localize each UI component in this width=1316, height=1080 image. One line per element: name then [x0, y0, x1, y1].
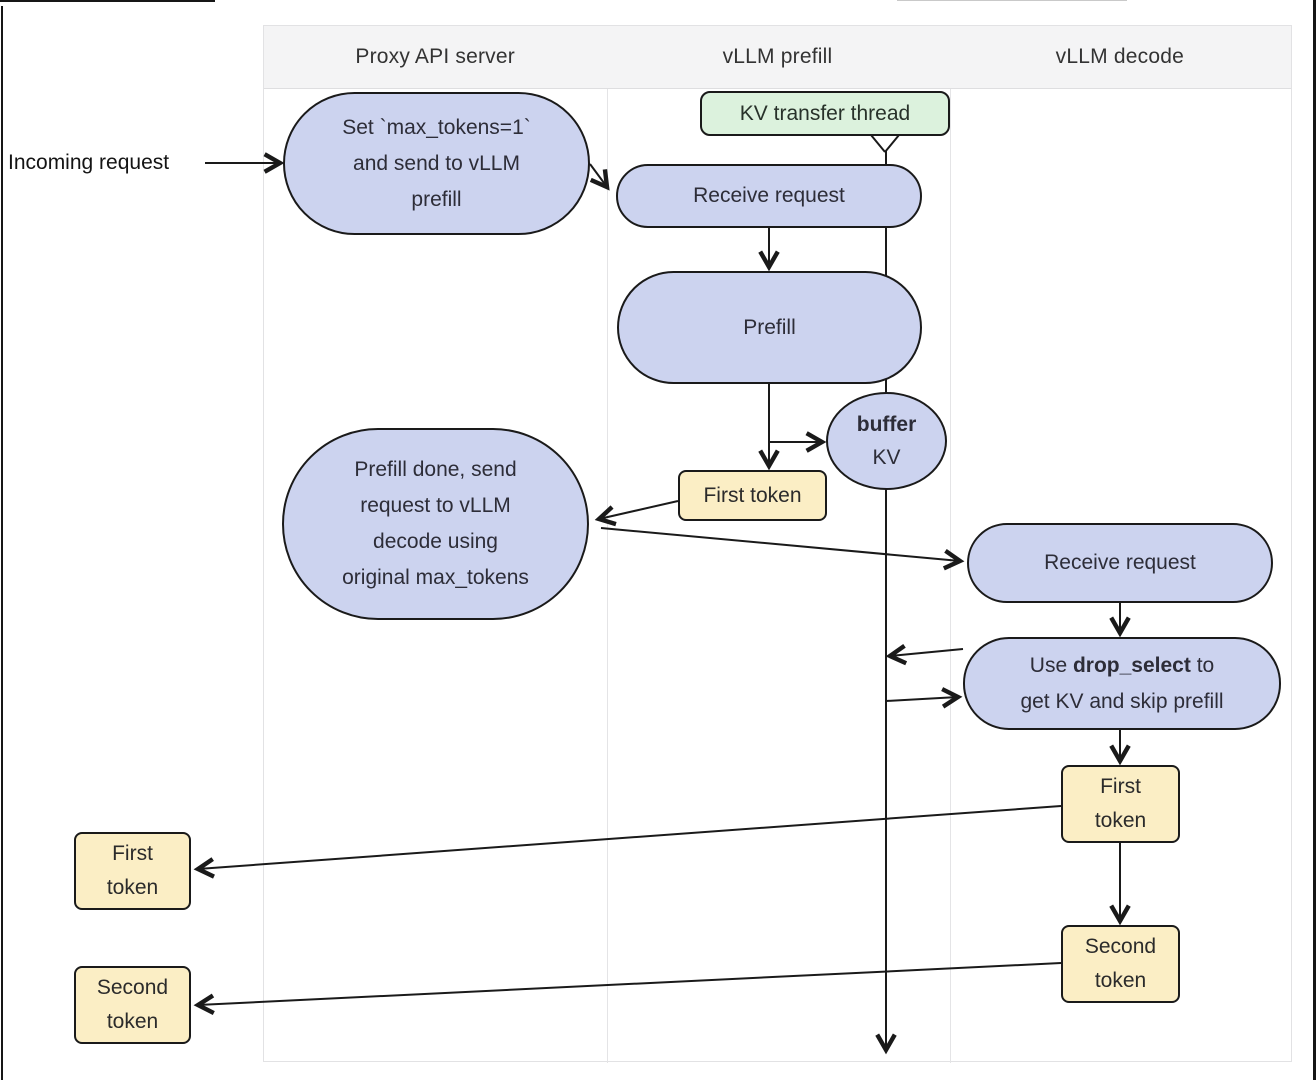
node-prefill: Prefill — [617, 271, 922, 384]
arrow-first-token-to-prefill-done — [599, 500, 679, 519]
arrow-drop-select-to-lifeline — [890, 649, 964, 656]
node-text: and send to vLLM — [353, 151, 520, 175]
node-text: First token — [703, 483, 802, 507]
node-text: First — [1100, 775, 1141, 798]
node-text: Use drop_select to — [1029, 653, 1215, 677]
node-first-token-out: First token — [74, 832, 191, 910]
node-text: token — [1094, 809, 1147, 832]
node-text: prefill — [411, 187, 462, 211]
node-first-token-prefill: First token — [678, 470, 827, 521]
arrow-set-max-tokens-to-receive-prefill — [589, 163, 607, 187]
lane-separator — [950, 26, 951, 1063]
node-buffer-kv: buffer KV — [826, 392, 947, 490]
node-text-bold: buffer — [856, 413, 917, 436]
arrow-lifeline-to-drop-select — [885, 697, 958, 701]
incoming-request-label: Incoming request — [8, 151, 170, 174]
left-edge-line — [1, 6, 3, 1080]
node-text: Second — [96, 976, 169, 999]
arrow-first-token-decode-to-out — [198, 805, 1062, 869]
lane-header-band: Proxy API server vLLM prefill vLLM decod… — [264, 26, 1291, 89]
callout-tail — [870, 134, 900, 153]
node-prefill-done: Prefill done, send request to vLLM decod… — [282, 428, 589, 620]
right-edge-line — [1313, 0, 1316, 1080]
node-second-token-out: Second token — [74, 966, 191, 1044]
node-text: First — [112, 842, 153, 865]
top-edge-line-faint — [897, 0, 1127, 1]
node-text: KV — [872, 446, 901, 469]
node-text: KV transfer thread — [739, 101, 911, 125]
node-second-token-decode: Second token — [1061, 925, 1180, 1003]
node-text: get KV and skip prefill — [1020, 689, 1224, 713]
node-text: Second — [1084, 935, 1157, 958]
node-text: token — [106, 1010, 159, 1033]
node-text: original max_tokens — [342, 566, 529, 589]
node-text: request to vLLM — [360, 494, 511, 517]
top-edge-line — [0, 0, 215, 2]
node-text: Prefill done, send — [354, 458, 517, 481]
node-text: token — [1094, 969, 1147, 992]
arrow-prefill-done-to-receive-decode — [600, 527, 960, 561]
lane-title-vllm-decode: vLLM decode — [1055, 45, 1184, 68]
node-text: Prefill — [743, 315, 796, 339]
node-text: Receive request — [1044, 551, 1196, 574]
node-receive-request-decode: Receive request — [967, 523, 1273, 603]
lane-title-proxy-api-server: Proxy API server — [355, 45, 515, 68]
swimlane-container: Proxy API server vLLM prefill vLLM decod… — [263, 25, 1292, 1063]
node-text: token — [106, 876, 159, 899]
node-set-max-tokens: Set `max_tokens=1` and send to vLLM pref… — [283, 92, 590, 235]
lane-separator — [607, 26, 608, 1063]
lane-title-vllm-prefill: vLLM prefill — [722, 45, 833, 68]
node-drop-select: Use drop_select to get KV and skip prefi… — [963, 637, 1281, 730]
node-text: Receive request — [693, 184, 845, 207]
node-first-token-decode: First token — [1061, 765, 1180, 843]
node-kv-transfer-thread: KV transfer thread — [700, 91, 950, 136]
node-text: decode using — [373, 530, 498, 553]
arrow-second-token-decode-to-out — [198, 962, 1062, 1005]
node-receive-request-prefill: Receive request — [616, 164, 922, 228]
node-text: Set `max_tokens=1` — [342, 115, 531, 139]
